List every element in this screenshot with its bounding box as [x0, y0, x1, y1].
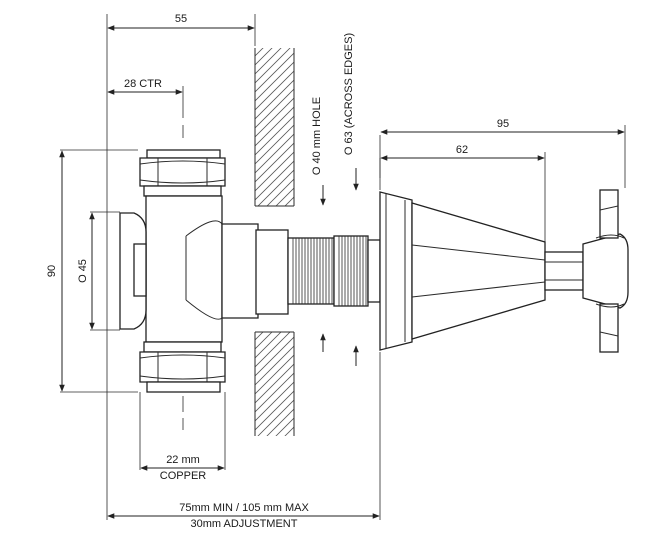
- dim-cover-reach: 62: [456, 144, 468, 156]
- cover-shroud: [379, 191, 546, 351]
- valve-body: [119, 149, 259, 393]
- wall-lower: [254, 331, 295, 436]
- dim-flange-dia: O 45: [77, 259, 89, 283]
- dim-copper-size: 22 mm: [166, 454, 200, 466]
- dim-overall-depth: 55: [175, 13, 187, 25]
- dim-adjustment: 30mm ADJUSTMENT: [191, 518, 298, 530]
- copper-label: COPPER: [160, 470, 207, 482]
- wall-upper: [254, 48, 295, 207]
- dim-install-range: 75mm MIN / 105 mm MAX: [179, 502, 309, 514]
- dim-centre: 28 CTR: [124, 78, 162, 90]
- dim-hole: O 40 mm HOLE: [311, 97, 323, 175]
- extension-lines: [60, 14, 626, 520]
- spindle: [255, 229, 381, 315]
- cross-handle: [544, 189, 629, 353]
- dim-cover-dia: O 63 (ACROSS EDGES): [343, 33, 355, 155]
- dim-body-height: 90: [46, 265, 58, 277]
- dimension-lines: [59, 25, 625, 519]
- dim-handle-reach: 95: [497, 118, 509, 130]
